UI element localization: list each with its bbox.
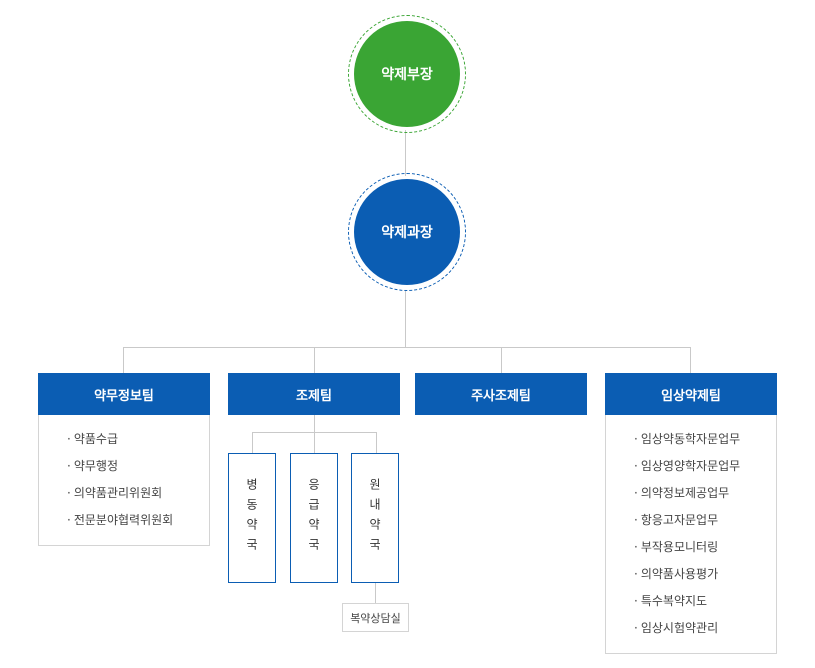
team-header-injection: 주사조제팀 xyxy=(415,373,587,415)
list-item: 임상약동학자문업무 xyxy=(634,426,776,453)
team-panel-drug-info: 약품수급 약무행정 의약품관리위원회 전문분야협력위원회 xyxy=(38,415,210,546)
director-node: 약제부장 xyxy=(354,21,460,127)
team-panel-clinical: 임상약동학자문업무 임상영양학자문업무 의약정보제공업무 항응고자문업무 부작용… xyxy=(605,415,777,654)
connector-horizontal-teams xyxy=(123,347,690,348)
connector-team-4 xyxy=(690,347,691,373)
task-list: 약품수급 약무행정 의약품관리위원회 전문분야협력위원회 xyxy=(39,415,209,534)
manager-label: 약제과장 xyxy=(381,225,433,241)
connector-pharmacy-1 xyxy=(252,432,253,453)
manager-node: 약제과장 xyxy=(354,179,460,285)
list-item: 임상영양학자문업무 xyxy=(634,453,776,480)
connector-team-2 xyxy=(314,347,315,373)
task-list: 임상약동학자문업무 임상영양학자문업무 의약정보제공업무 항응고자문업무 부작용… xyxy=(606,415,776,642)
team-name: 임상약제팀 xyxy=(661,388,721,404)
manager-circle-outline xyxy=(348,173,466,291)
pharmacy-label: 병동약국 xyxy=(244,478,259,558)
director-label: 약제부장 xyxy=(381,67,433,83)
connector-team-3 xyxy=(501,347,502,373)
connector-pharmacy-3 xyxy=(376,432,377,453)
list-item: 의약품관리위원회 xyxy=(67,480,209,507)
list-item: 항응고자문업무 xyxy=(634,507,776,534)
connector-pharmacy-2 xyxy=(314,432,315,453)
connector-counseling xyxy=(375,583,376,603)
team-header-clinical: 임상약제팀 xyxy=(605,373,777,415)
list-item: 임상시험약관리 xyxy=(634,615,776,642)
pharmacy-label: 응급약국 xyxy=(306,478,321,558)
director-circle-outline xyxy=(348,15,466,133)
connector-director-manager xyxy=(405,130,406,176)
team-header-dispensing: 조제팀 xyxy=(228,373,400,415)
counseling-room-box: 복약상담실 xyxy=(342,603,409,632)
list-item: 약품수급 xyxy=(67,426,209,453)
list-item: 특수복약지도 xyxy=(634,588,776,615)
pharmacy-label: 원내약국 xyxy=(367,478,382,558)
connector-dispensing-down xyxy=(314,415,315,433)
team-name: 주사조제팀 xyxy=(471,388,531,404)
team-name: 약무정보팀 xyxy=(94,388,154,404)
list-item: 의약정보제공업무 xyxy=(634,480,776,507)
connector-manager-branch xyxy=(405,290,406,348)
team-header-drug-info: 약무정보팀 xyxy=(38,373,210,415)
pharmacy-ward: 병동약국 xyxy=(228,453,276,583)
counseling-room-label: 복약상담실 xyxy=(350,611,401,625)
list-item: 약무행정 xyxy=(67,453,209,480)
list-item: 의약품사용평가 xyxy=(634,561,776,588)
pharmacy-inhouse: 원내약국 xyxy=(351,453,399,583)
list-item: 부작용모니터링 xyxy=(634,534,776,561)
list-item: 전문분야협력위원회 xyxy=(67,507,209,534)
connector-team-1 xyxy=(123,347,124,373)
pharmacy-emergency: 응급약국 xyxy=(290,453,338,583)
team-name: 조제팀 xyxy=(296,388,332,404)
